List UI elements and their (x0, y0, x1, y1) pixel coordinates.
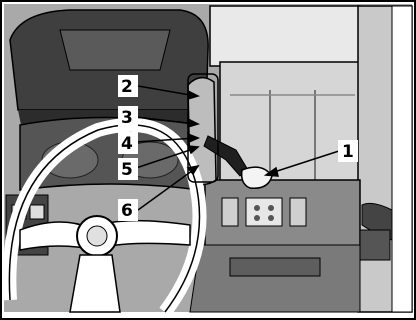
lower-vent (229, 257, 321, 277)
steering-wheel-hub-center (86, 225, 108, 247)
callout-3: 3 (121, 108, 133, 128)
leader-line-5 (135, 147, 197, 169)
arrowhead-3 (187, 117, 201, 129)
callout-backing (338, 140, 358, 162)
callout-backing (118, 75, 138, 97)
console-button (254, 215, 260, 221)
callout-2: 2 (121, 77, 133, 97)
console-button (268, 205, 274, 211)
steering-wheel-rim-outline (8, 124, 201, 313)
switch (29, 204, 45, 220)
leader-line-4 (135, 137, 197, 143)
control-lever (203, 135, 249, 177)
callout-1: 1 (342, 142, 354, 162)
console-control (221, 197, 239, 227)
leader-line-2 (137, 85, 197, 97)
scene (2, 4, 413, 317)
arrowhead-4 (187, 132, 200, 144)
arrowhead-5 (186, 145, 200, 155)
console-button (254, 205, 260, 211)
callout-backing (118, 158, 138, 180)
console-control (289, 197, 307, 227)
steering-wheel-lower-spoke (69, 254, 121, 313)
right-dash-control (359, 229, 391, 261)
callout-6: 6 (121, 201, 133, 221)
leader-lines (135, 85, 343, 211)
highlight-box (187, 73, 219, 183)
door-inner-edge (391, 5, 413, 313)
seat-headrest (59, 29, 171, 71)
arrowhead-1 (263, 166, 279, 177)
leader-line-6 (137, 167, 197, 211)
callout-5: 5 (121, 160, 133, 180)
leader-line-1 (267, 149, 343, 175)
leader-line-3 (135, 116, 197, 125)
callout-labels: 1 2 3 4 5 6 (118, 75, 358, 221)
arrowhead-6 (186, 164, 200, 176)
callout-4: 4 (121, 134, 133, 154)
lever-tip (240, 166, 273, 189)
console-control (245, 197, 283, 227)
callout-backing (118, 132, 138, 154)
callout-backing (118, 106, 138, 128)
rear-window (209, 5, 361, 67)
arrowhead-2 (187, 89, 201, 101)
lower-dash (189, 244, 361, 313)
console-button (268, 215, 274, 221)
callout-backing (118, 199, 138, 221)
